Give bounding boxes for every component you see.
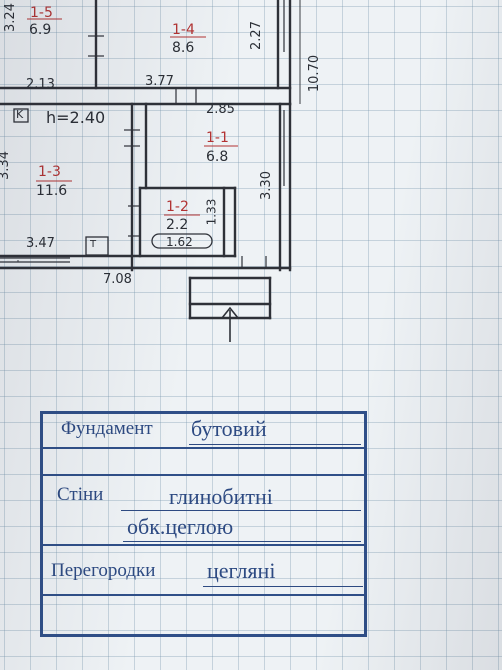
dim-label: 3.47: [26, 236, 55, 251]
dim-label: 3.30: [258, 171, 274, 200]
room-number-1-4: 1-4: [172, 22, 195, 38]
room-area-1-3: 11.6: [36, 183, 68, 199]
walls-label: Стіни: [57, 484, 104, 505]
stove-t-icon: [85, 236, 109, 256]
partitions-value: цегляні: [207, 558, 276, 583]
entrance-arrow-icon: [221, 306, 239, 342]
construction-stamp: Фундамент бутовий Стіни глинобитні обк.ц…: [40, 411, 367, 637]
bath-label: 1.62: [166, 235, 193, 249]
room-area-1-2: 2.2: [166, 217, 189, 233]
room-area-1-1: 6.8: [206, 149, 229, 165]
stove-t-label: T: [90, 239, 97, 250]
dim-label: 2.27: [248, 21, 264, 50]
partitions-label: Перегородки: [51, 560, 156, 581]
room-area-1-4: 8.6: [172, 40, 195, 56]
dim-label: 7.08: [103, 272, 132, 287]
room-number-1-2: 1-2: [166, 199, 189, 215]
dim-label: 3.77: [145, 74, 174, 89]
oven-k-label: K: [16, 108, 24, 121]
oven-k-icon: [13, 108, 29, 123]
dim-label: 2.13: [26, 77, 55, 92]
walls-value-line2: обк.цеглою: [127, 514, 234, 539]
room-area-1-5: 6.9: [29, 22, 52, 38]
foundation-value: бутовий: [191, 416, 267, 441]
bath-icon: [151, 233, 213, 249]
foundation-label: Фундамент: [61, 418, 153, 439]
dim-label: 2.85: [206, 102, 235, 117]
dim-label: 3.24: [2, 3, 18, 32]
room-number-1-1: 1-1: [206, 130, 229, 146]
room-number-1-5: 1-5: [30, 5, 53, 21]
dim-label: 1.33: [204, 198, 219, 226]
walls-value-line1: глинобитні: [169, 484, 273, 509]
dim-label: 3.34: [0, 151, 12, 180]
dim-label: 10.70: [307, 54, 323, 93]
ceiling-height-label: h=2.40: [46, 108, 106, 127]
room-number-1-3: 1-3: [38, 164, 61, 180]
